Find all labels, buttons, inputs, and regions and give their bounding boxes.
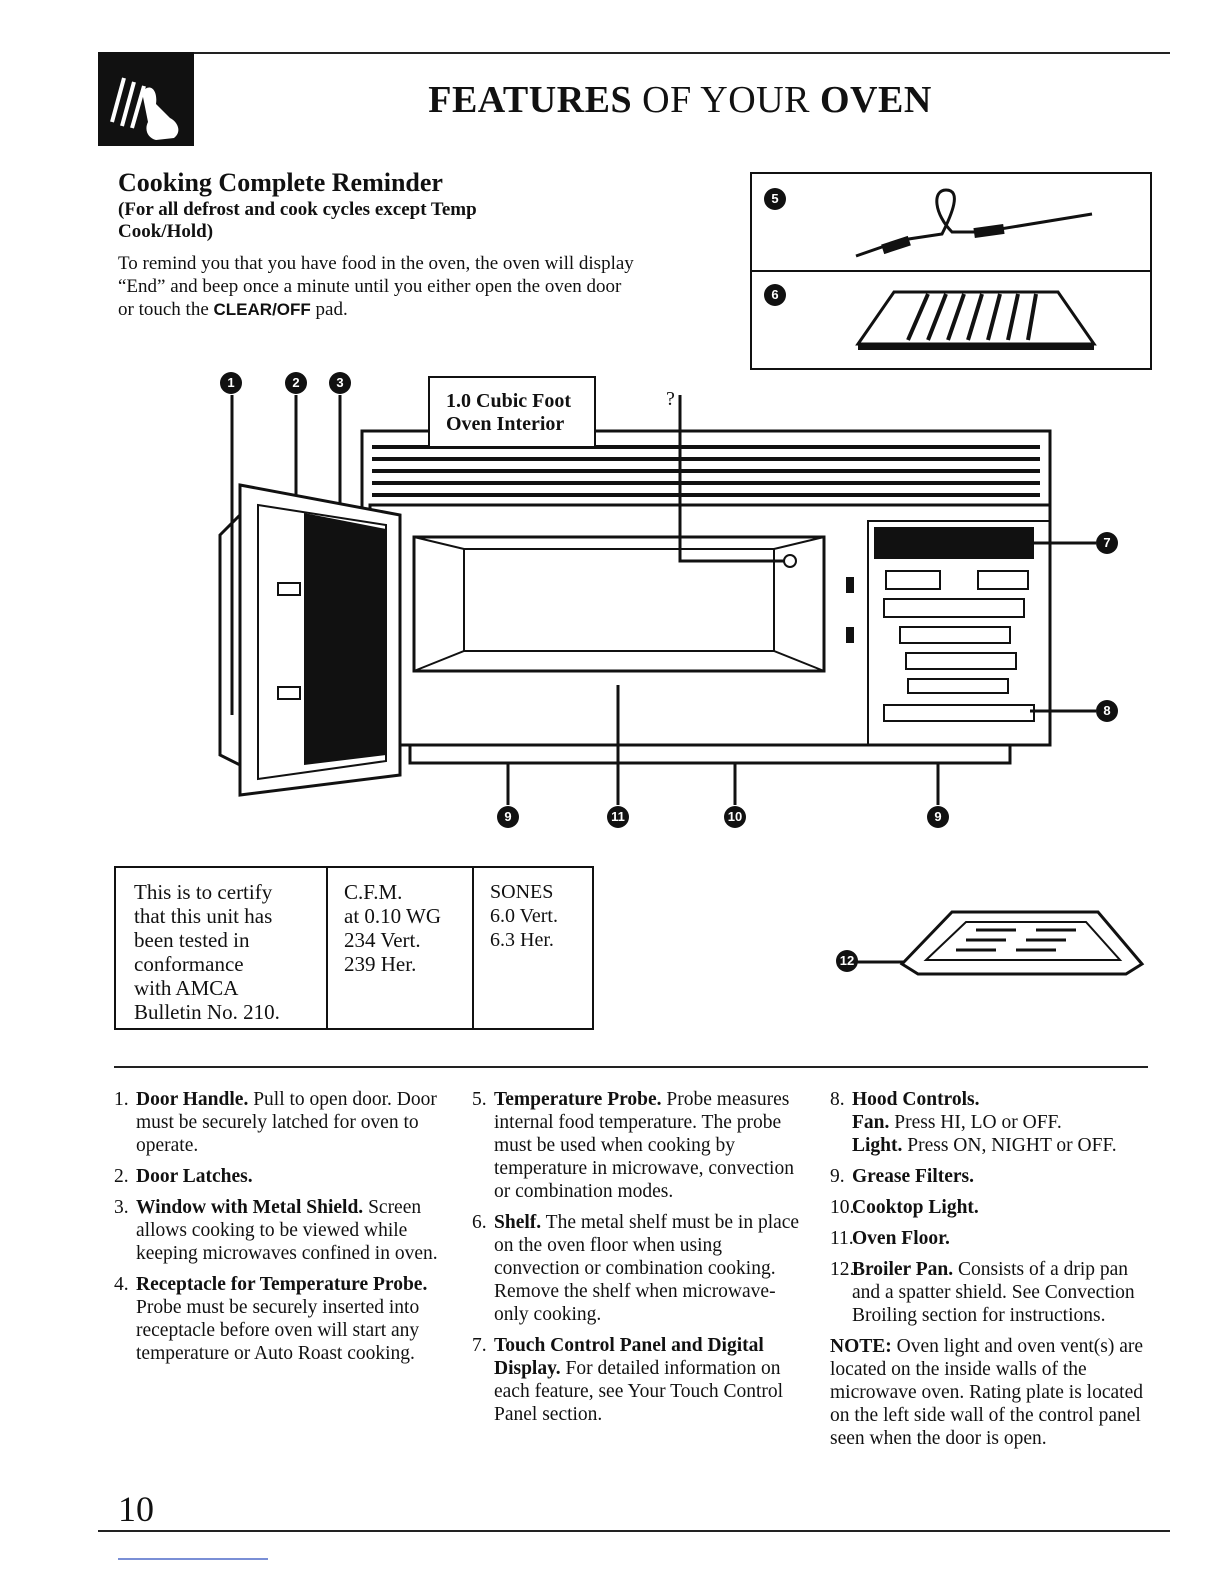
badge-2: 2 [285, 372, 307, 394]
badge-12: 12 [836, 950, 858, 972]
broiler-pan-icon [856, 910, 1145, 976]
section-heading: Cooking Complete Reminder [118, 168, 443, 197]
accessories-divider [752, 270, 1150, 272]
bottom-rule [98, 1530, 1170, 1532]
section-subheading: (For all defrost and cook cycles except … [118, 199, 477, 242]
feature-subitem: Light. Press ON, NIGHT or OFF. [852, 1135, 1117, 1156]
feature-item: 11.Oven Floor. [830, 1228, 950, 1249]
feature-item: 2.Door Latches. [114, 1166, 253, 1187]
content-divider [114, 1066, 1148, 1068]
features-col-1: 1.Door Handle. Pull to open door. Door m… [114, 1088, 444, 1373]
badge-8: 8 [1096, 700, 1118, 722]
feature-item: 1.Door Handle. Pull to open door. Door m… [114, 1089, 437, 1156]
metal-shelf-icon [855, 290, 1097, 350]
hand-logo-icon [98, 52, 194, 146]
feature-item: 8.Hood Controls. [830, 1089, 980, 1110]
oven-diagram [218, 395, 1096, 805]
cert-statement: This is to certify that this unit has be… [114, 866, 326, 1030]
link-underline [118, 1558, 268, 1560]
badge-3: 3 [329, 372, 351, 394]
feature-item: 7.Touch Control Panel and Digital Displa… [472, 1335, 784, 1425]
oven-interior-label: 1.0 Cubic Foot Oven Interior [428, 376, 596, 448]
feature-item: 10.Cooktop Light. [830, 1197, 979, 1218]
cert-sones: SONES 6.0 Vert. 6.3 Her. [472, 866, 594, 1030]
feature-item: 12.Broiler Pan. Consists of a drip pan a… [830, 1259, 1135, 1326]
feature-item: 9.Grease Filters. [830, 1166, 975, 1187]
top-rule [98, 52, 1170, 54]
note: NOTE: Oven light and oven vent(s) are lo… [830, 1336, 1144, 1449]
page-number: 10 [118, 1489, 154, 1529]
page-title: FEATURES OF YOUR OVEN [428, 79, 932, 121]
badge-7: 7 [1096, 532, 1118, 554]
question-mark: ? [666, 388, 675, 410]
badge-1: 1 [220, 372, 242, 394]
feature-item: 6.Shelf. The metal shelf must be in plac… [472, 1212, 800, 1325]
badge-11: 11 [607, 806, 629, 828]
features-col-2: 5.Temperature Probe. Probe measures inte… [472, 1088, 802, 1434]
features-col-3: 8.Hood Controls. Fan. Press HI, LO or OF… [830, 1088, 1150, 1450]
temperature-probe-icon [855, 188, 1093, 258]
badge-6: 6 [764, 284, 786, 306]
badge-9-right: 9 [927, 806, 949, 828]
section-body: To remind you that you have food in the … [118, 253, 634, 320]
badge-10: 10 [724, 806, 746, 828]
badge-5: 5 [764, 188, 786, 210]
feature-subitem: Fan. Press HI, LO or OFF. [852, 1112, 1062, 1133]
badge-9-left: 9 [497, 806, 519, 828]
accessories-box: 5 6 [750, 172, 1152, 370]
feature-item: 4.Receptacle for Temperature Probe. Prob… [114, 1274, 428, 1364]
feature-item: 5.Temperature Probe. Probe measures inte… [472, 1089, 794, 1202]
certification-table: This is to certify that this unit has be… [114, 866, 594, 1030]
cert-cfm: C.F.M. at 0.10 WG 234 Vert. 239 Her. [326, 866, 474, 1030]
feature-item: 3.Window with Metal Shield. Screen allow… [114, 1197, 438, 1264]
